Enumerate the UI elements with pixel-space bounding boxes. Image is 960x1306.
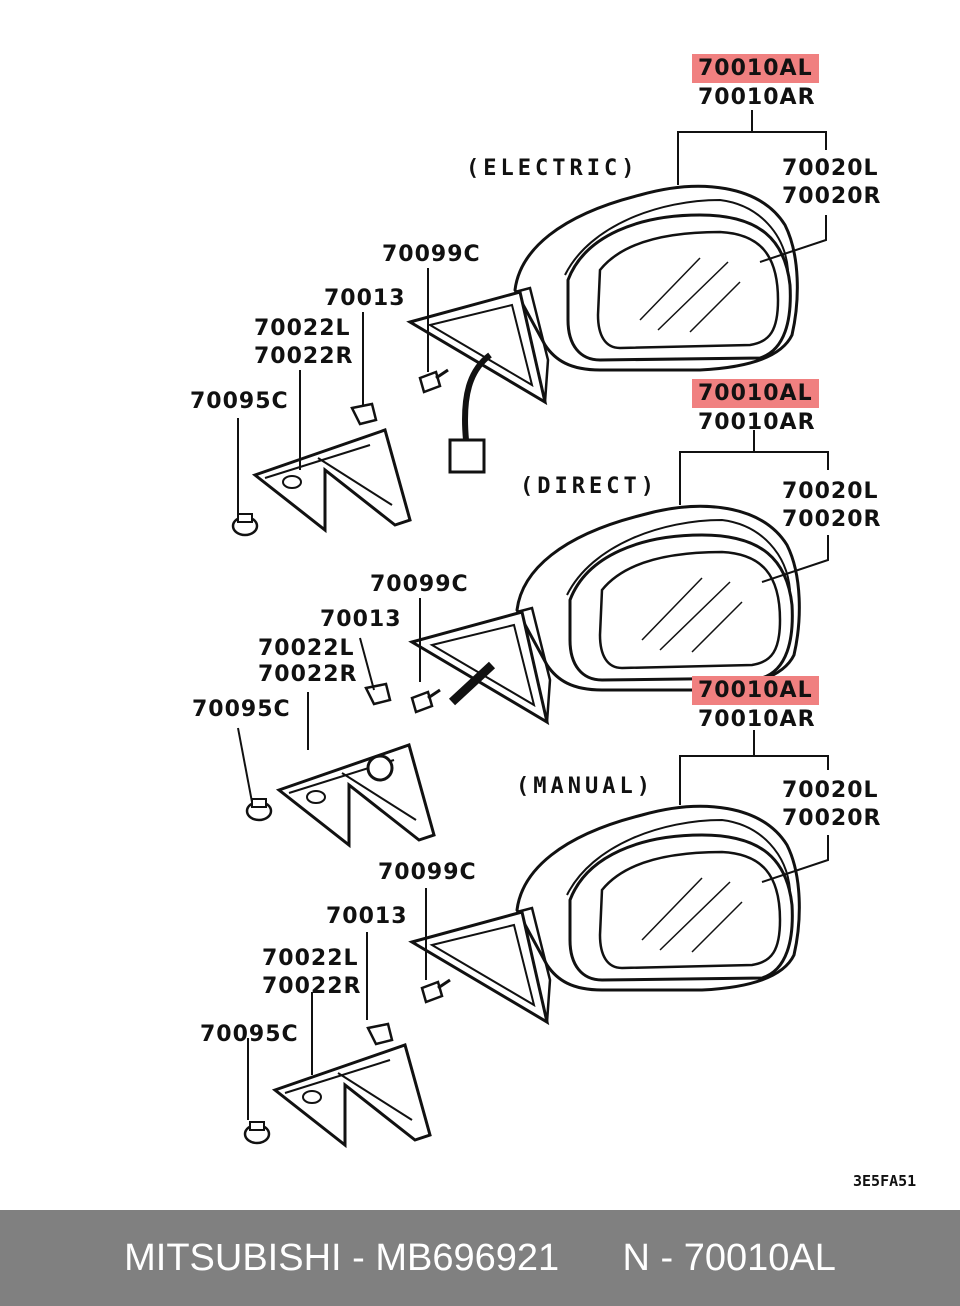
glass-left-label-manual: 70020L <box>782 778 879 803</box>
fastener-manual <box>243 1120 271 1145</box>
clip-electric <box>350 402 378 426</box>
mirror-assembly-electric <box>408 184 799 404</box>
inner-cover-manual <box>273 1043 432 1147</box>
screw-label-direct: 70099C <box>370 572 469 597</box>
fastener-label-manual: 70095C <box>200 1022 299 1047</box>
section-title-direct: (DIRECT) <box>520 474 658 499</box>
cover-left-label-direct: 70022L <box>258 636 355 661</box>
section-manual <box>243 730 829 1147</box>
parts-diagram <box>231 110 829 1147</box>
section-title-electric: (ELECTRIC) <box>466 156 639 181</box>
fastener-electric <box>231 512 259 537</box>
assembly-left-label-manual: 70010AL <box>692 676 819 705</box>
section-electric <box>231 110 827 537</box>
figure-code: 3E5FA51 <box>853 1172 917 1190</box>
assembly-left-label-electric: 70010AL <box>692 54 819 83</box>
clip-direct <box>364 682 392 706</box>
cover-right-label-direct: 70022R <box>258 662 358 687</box>
footer-part-number: MITSUBISHI - MB696921 N - 70010AL <box>124 1236 836 1279</box>
footer-bar: MITSUBISHI - MB696921 N - 70010AL <box>0 1210 960 1306</box>
assembly-right-label-direct: 70010AR <box>698 410 816 435</box>
adjuster-knob <box>366 754 394 782</box>
screw-manual <box>420 978 452 1004</box>
fastener-direct <box>245 797 273 822</box>
glass-right-label-electric: 70020R <box>782 184 882 209</box>
cover-left-label-electric: 70022L <box>254 316 351 341</box>
section-direct <box>237 430 829 847</box>
clip-label-direct: 70013 <box>320 607 402 632</box>
inner-cover-electric <box>253 428 412 532</box>
fastener-label-direct: 70095C <box>192 697 291 722</box>
inner-cover-direct <box>277 743 436 847</box>
glass-left-label-electric: 70020L <box>782 156 879 181</box>
connector <box>448 438 486 474</box>
clip-label-electric: 70013 <box>324 286 406 311</box>
screw-label-manual: 70099C <box>378 860 477 885</box>
cover-left-label-manual: 70022L <box>262 946 359 971</box>
screw-electric <box>418 368 450 394</box>
screw-direct <box>410 688 442 714</box>
wire-harness <box>462 352 492 441</box>
cover-right-label-electric: 70022R <box>254 344 354 369</box>
glass-right-label-direct: 70020R <box>782 507 882 532</box>
cover-right-label-manual: 70022R <box>262 974 362 999</box>
section-title-manual: (MANUAL) <box>516 774 654 799</box>
assembly-right-label-manual: 70010AR <box>698 707 816 732</box>
screw-label-electric: 70099C <box>382 242 481 267</box>
assembly-right-label-electric: 70010AR <box>698 85 816 110</box>
clip-manual <box>366 1022 394 1046</box>
glass-right-label-manual: 70020R <box>782 806 882 831</box>
assembly-left-label-direct: 70010AL <box>692 379 819 408</box>
glass-left-label-direct: 70020L <box>782 479 879 504</box>
clip-label-manual: 70013 <box>326 904 408 929</box>
mirror-assembly-manual <box>410 804 801 1024</box>
fastener-label-electric: 70095C <box>190 389 289 414</box>
